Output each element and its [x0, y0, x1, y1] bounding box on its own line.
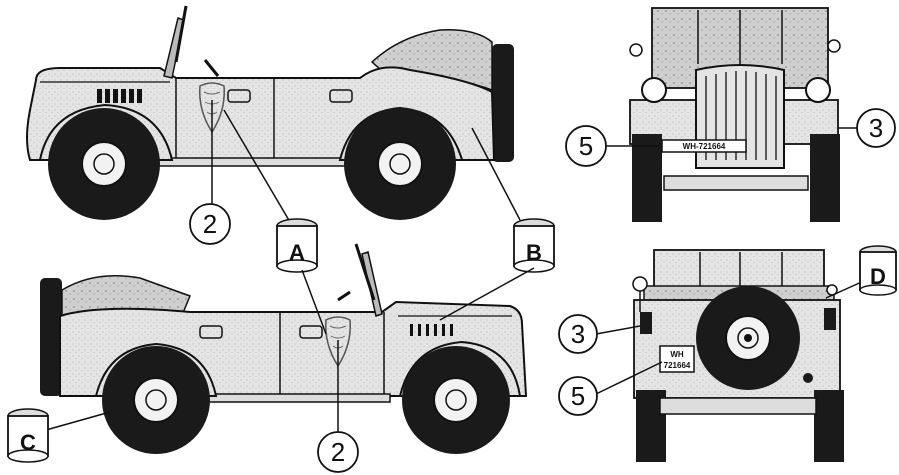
paint-can-c: C — [7, 408, 111, 463]
callout-3-front: 3 — [838, 108, 896, 148]
callout-5-front: 5 — [565, 125, 662, 167]
side-view-right — [40, 243, 528, 454]
callout-2-bottom: 2 — [301, 267, 535, 473]
spare-wheel-icon — [696, 286, 800, 390]
callout-label: 5 — [579, 131, 593, 161]
rear-plate-line2: 721664 — [664, 361, 691, 370]
front-view: WH-721664 — [629, 7, 841, 222]
paint-can-label: A — [289, 240, 305, 265]
callout-label: 5 — [571, 381, 585, 411]
paint-can-a: A — [276, 218, 318, 273]
rear-plate-line1: WH — [670, 350, 684, 359]
callout-label: 2 — [203, 209, 217, 239]
front-wheel-icon — [402, 346, 510, 454]
callout-label: 3 — [869, 113, 883, 143]
rear-wheel-icon — [344, 108, 456, 220]
paint-can-d: D — [825, 245, 897, 299]
paint-can-label: C — [20, 430, 36, 455]
rear-wheel-icon — [102, 346, 210, 454]
callout-label: 3 — [571, 319, 585, 349]
rear-license-plate — [659, 345, 695, 373]
front-plate-text: WH-721664 — [683, 142, 726, 151]
callout-label: 2 — [331, 437, 345, 467]
callout-3-rear: 3 — [558, 314, 641, 354]
paint-can-label: D — [870, 264, 886, 289]
front-wheel-icon — [48, 108, 160, 220]
rear-view: WH 721664 — [632, 249, 844, 462]
callout-5-rear: 5 — [558, 361, 663, 416]
paint-can-b: B — [471, 127, 555, 273]
paint-can-label: B — [526, 240, 542, 265]
callout-2-top: 2 — [189, 100, 291, 245]
side-view-left — [26, 5, 514, 220]
